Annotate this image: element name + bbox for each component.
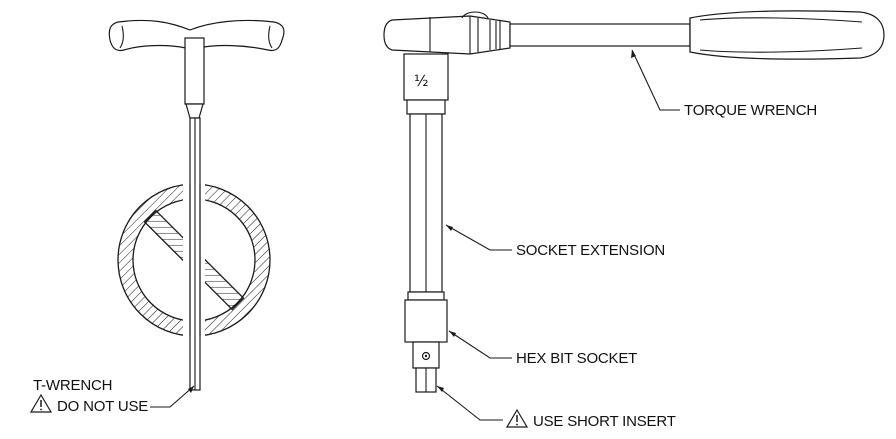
prohibition-sign-icon [117,183,271,337]
t-wrench-leader [150,385,195,408]
torque-wrench-leader [631,49,680,111]
hex-bit-socket-leader [448,330,512,359]
hex-bit-socket [404,299,448,343]
hex-bit-socket-label: HEX BIT SOCKET [516,350,637,367]
torque-wrench-tube [509,23,691,47]
t-wrench-warning-label: DO NOT USE [57,398,148,415]
socket-size-mark: ½ [414,72,429,90]
insert-warning-label: USE SHORT INSERT [533,413,676,430]
short-insert-leader [436,385,503,421]
t-wrench-neck [184,37,205,105]
socket-assembly: ½ [403,53,449,393]
torque-wrench-head [383,15,511,55]
socket-extension-label: SOCKET EXTENSION [516,242,665,259]
t-wrench-handle [108,19,285,53]
torque-wrench [383,10,885,60]
warning-triangle-icon [505,408,529,428]
t-wrench-label: T-WRENCH [33,377,112,394]
warning-triangle-icon [29,393,53,413]
torque-wrench-label: TORQUE WRENCH [684,102,817,119]
torque-wrench-grip [689,10,885,60]
socket-extension-leader [445,224,512,251]
t-wrench [108,19,285,391]
drive-adapter [403,53,449,101]
